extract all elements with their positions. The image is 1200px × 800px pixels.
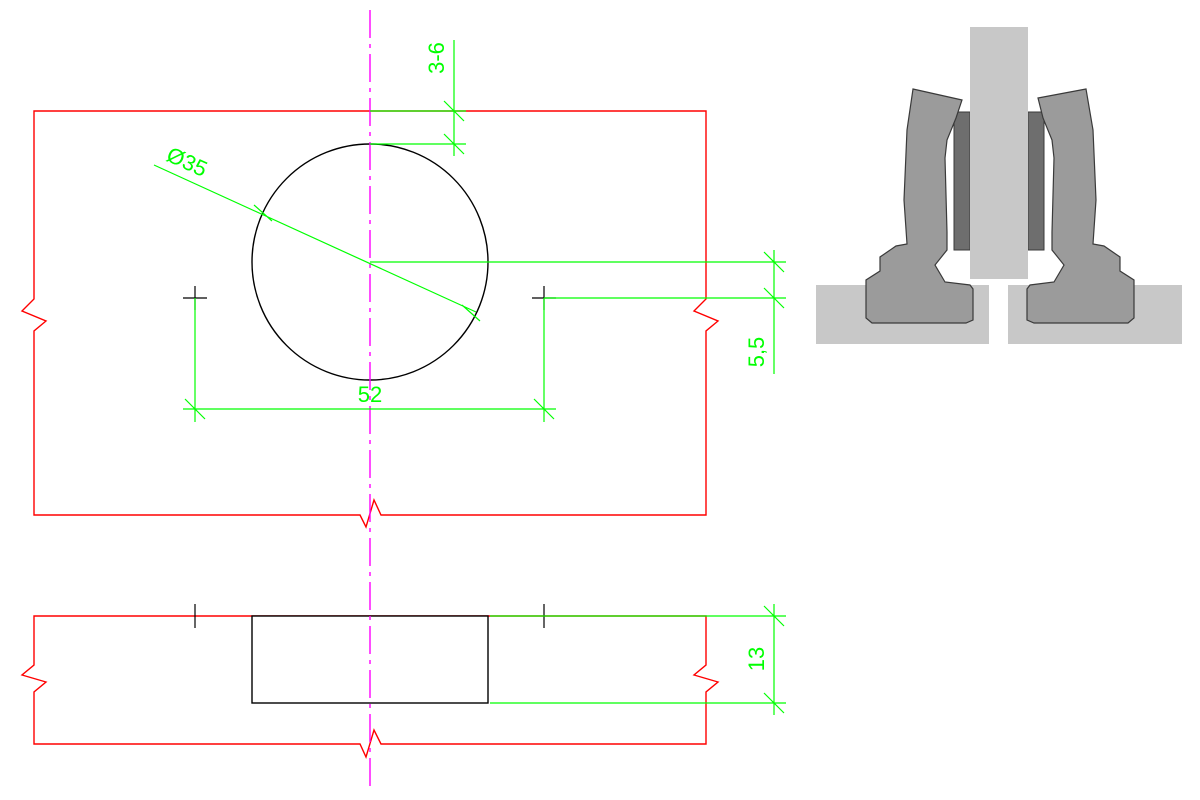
- section-view-panel-outline: [20, 615, 720, 759]
- hinge-body-right: [1026, 88, 1135, 324]
- dimension-screw-offset: 5,5: [370, 250, 786, 374]
- hinge-center-plate: [970, 27, 1028, 279]
- dimension-screw-spacing: 52: [183, 298, 556, 422]
- dim-hole-diameter-label: Ø35: [163, 142, 211, 182]
- dimension-hole-depth: 13: [490, 604, 786, 715]
- dimension-edge-distance: 3-6: [370, 40, 466, 156]
- dim-screw-spacing-label: 52: [358, 382, 382, 407]
- hinge-illustration: [816, 27, 1182, 344]
- dim-edge-distance-label: 3-6: [424, 42, 449, 74]
- top-view-panel-outline: [20, 110, 720, 529]
- hinge-bushing-right: [1027, 111, 1045, 251]
- hinge-bushing-left: [953, 111, 971, 251]
- dim-screw-offset-label: 5,5: [744, 337, 769, 368]
- dimension-hole-diameter: Ø35: [153, 142, 481, 322]
- hinge-body-left: [865, 88, 974, 324]
- dim-hole-depth-label: 13: [744, 647, 769, 671]
